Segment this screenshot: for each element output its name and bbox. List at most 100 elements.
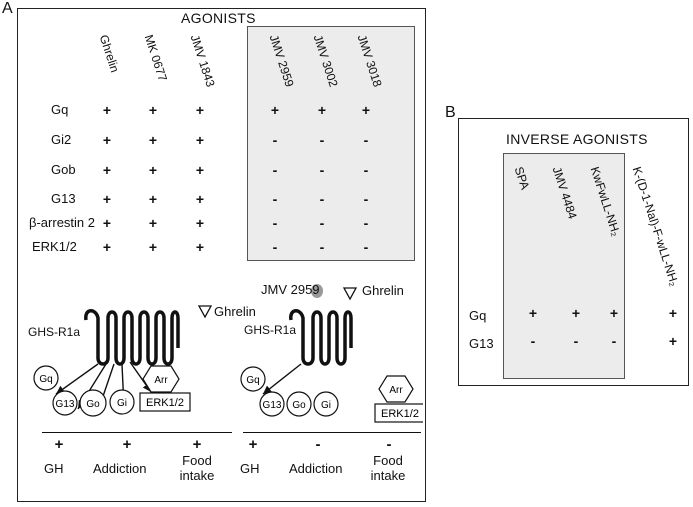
arr-hexagon [142, 365, 180, 393]
svg-text:Gq: Gq [246, 375, 259, 386]
svg-text:ERK1/2: ERK1/2 [381, 408, 419, 420]
inverse-agonist-cell: + [668, 333, 678, 349]
agonist-cell: + [102, 102, 112, 118]
agonist-cell: - [319, 162, 325, 178]
agonist-cell: + [270, 102, 280, 118]
agonist-column-header: JMV 1843 [187, 33, 218, 89]
agonist-cell: + [317, 102, 327, 118]
receptor-ghs-r1a-left [84, 309, 180, 366]
panel-b-letter: B [445, 104, 456, 121]
agonist-cell: - [363, 215, 369, 231]
agonist-cell: - [272, 191, 278, 207]
ghrelin-label-left: Ghrelin [214, 304, 256, 319]
outcome-sign: + [192, 436, 202, 453]
agonist-cell: + [195, 132, 205, 148]
svg-text:Gq: Gq [39, 374, 52, 385]
inverse-agonist-column-header: K-(D-1-Nal)-F-wLL-NH₂ [629, 165, 682, 288]
go-node [79, 389, 107, 417]
agonist-cell: + [195, 215, 205, 231]
agonist-cell: + [102, 191, 112, 207]
agonist-cell: - [272, 215, 278, 231]
agonist-cell: - [319, 132, 325, 148]
agonist-cell: + [148, 215, 158, 231]
agonist-cell: - [272, 239, 278, 255]
ghrelin-triangle-icon [197, 305, 213, 319]
agonist-cell: + [148, 132, 158, 148]
g13-node [52, 390, 78, 416]
inverse-agonist-cell: - [530, 333, 536, 349]
inverse-agonist-cell: + [528, 305, 538, 321]
agonist-cell: + [195, 239, 205, 255]
svg-text:Go: Go [292, 400, 306, 411]
inverse-agonist-row-label: Gq [469, 308, 487, 323]
inverse-agonist-cell: - [573, 333, 579, 349]
outcome-label: Food intake [179, 453, 215, 483]
inverse-agonist-shaded-region [503, 153, 625, 379]
gi-node [109, 389, 135, 415]
outcome-sign: + [54, 436, 64, 453]
outcome-sign: - [315, 436, 321, 453]
agonist-cell: + [148, 239, 158, 255]
outcome-label: Addiction [289, 461, 343, 476]
svg-text:Go: Go [86, 399, 100, 410]
svg-text:G13: G13 [56, 399, 75, 410]
inverse-agonist-cell: + [609, 305, 619, 321]
outcome-label: GH [44, 461, 64, 476]
svg-text:Gi: Gi [117, 398, 127, 409]
agonist-cell: - [363, 239, 369, 255]
agonist-row-label: ERK1/2 [32, 239, 77, 254]
inverse-agonist-row-label: G13 [469, 336, 494, 351]
agonist-column-header: Ghrelin [96, 33, 122, 75]
agonist-cell: + [148, 191, 158, 207]
panel-a-title: AGONISTS [181, 10, 256, 26]
svg-text:Gi: Gi [321, 400, 331, 411]
agonist-cell: - [272, 162, 278, 178]
ghrelin-triangle-icon-right [342, 287, 358, 301]
outcome-axis-right [243, 432, 421, 433]
receptor-label-left: GHS-R1a [28, 325, 81, 339]
jmv2959-label: JMV 2959 [261, 282, 320, 297]
erk-box [139, 392, 191, 412]
agonist-cell: + [148, 162, 158, 178]
jmv2959-effectors: Gq G13 Go Gi Arr ERK1/2 [240, 366, 423, 423]
agonist-cell: + [102, 215, 112, 231]
agonist-cell: + [102, 162, 112, 178]
agonist-column-header: MK 0677 [141, 33, 170, 84]
outcome-label: Food intake [370, 453, 406, 483]
agonist-row-label: Gq [51, 102, 69, 117]
svg-text:ERK1/2: ERK1/2 [146, 397, 184, 409]
svg-text:G13: G13 [263, 400, 282, 411]
agonist-cell: - [319, 239, 325, 255]
agonist-row-label: G13 [51, 191, 76, 206]
receptor-ghs-r1a-right [289, 309, 353, 366]
agonist-cell: - [363, 132, 369, 148]
outcome-sign: + [122, 436, 132, 453]
agonist-row-label: β-arrestin 2 [29, 215, 95, 230]
receptor-label-right: GHS-R1a [244, 323, 297, 337]
outcome-label: Addiction [93, 461, 147, 476]
outcome-label: GH [240, 461, 260, 476]
panel-b-title: INVERSE AGONISTS [506, 131, 648, 147]
svg-text:Arr: Arr [389, 385, 403, 396]
agonist-cell: - [319, 215, 325, 231]
agonist-cell: - [363, 191, 369, 207]
outcome-sign: + [248, 436, 258, 453]
agonist-cell: - [363, 162, 369, 178]
ghrelin-effectors: Gq G13 Go Gi Arr ERK1/2 [33, 365, 191, 417]
agonist-cell: + [195, 102, 205, 118]
svg-text:Arr: Arr [154, 375, 168, 386]
agonist-cell: + [102, 132, 112, 148]
agonist-row-label: Gi2 [51, 132, 72, 147]
agonist-row-label: Gob [51, 162, 76, 177]
agonist-cell: + [195, 162, 205, 178]
jmv2959-ligand-dot [311, 284, 323, 298]
agonist-cell: + [148, 102, 158, 118]
agonist-cell: + [361, 102, 371, 118]
agonist-shaded-region [247, 26, 415, 261]
inverse-agonist-cell: + [571, 305, 581, 321]
jmv2959-signaling-diagram [262, 284, 358, 395]
agonist-cell: + [102, 239, 112, 255]
agonist-cell: + [195, 191, 205, 207]
